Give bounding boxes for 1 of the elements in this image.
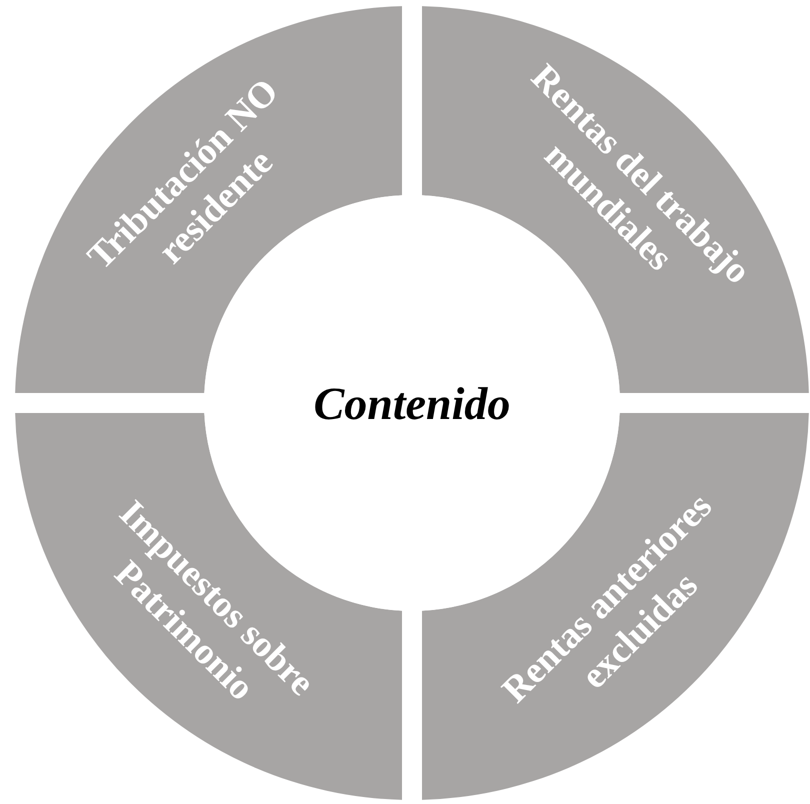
center-label: Contenido: [314, 376, 510, 430]
